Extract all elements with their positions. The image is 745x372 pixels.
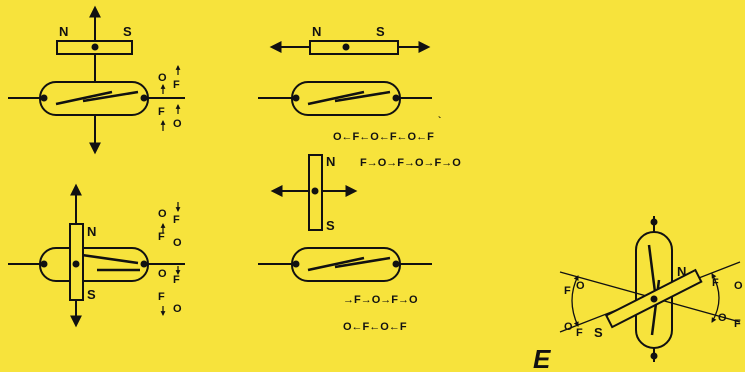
rotation-arc-left	[571, 275, 579, 327]
sequence-label-2: F→O→F→O→F→O	[360, 157, 461, 169]
panel-a-vertical-field: N S O F F O	[8, 5, 185, 155]
pivot-dot	[650, 295, 658, 303]
panel-d-crossed-magnet: N S O F F O O F F O	[8, 183, 185, 328]
pole-label-north: N	[312, 24, 321, 39]
lead-dot	[140, 94, 148, 102]
sequence-label-4: O←F←O←F	[343, 321, 407, 333]
state-open: O	[173, 303, 182, 315]
state-open: O	[734, 280, 743, 292]
lead-dot	[40, 94, 48, 102]
state-closed: F	[173, 274, 180, 286]
pivot-dot	[72, 260, 80, 268]
reed-contact	[334, 256, 391, 269]
stray-mark: `	[438, 116, 441, 127]
lead-dot	[392, 260, 400, 268]
state-open: O	[564, 321, 573, 333]
reed-contact	[82, 90, 139, 103]
state-closed: F	[158, 106, 165, 118]
panel-e-switch-sequence: →F→O→F→O O←F←O←F	[258, 247, 432, 333]
pole-label-north: N	[87, 224, 96, 239]
lead-dot	[140, 260, 148, 268]
lead-dot	[650, 352, 658, 360]
state-closed: F	[173, 214, 180, 226]
pole-label-north: N	[326, 154, 335, 169]
panel-c-rotating-magnet: N S	[270, 154, 358, 233]
lead-dot	[292, 94, 300, 102]
state-open: O	[158, 268, 167, 280]
state-closed: F	[173, 79, 180, 91]
state-closed: F	[564, 285, 571, 297]
pole-label-south: S	[87, 287, 96, 302]
panel-f-angled-magnet: N S F O O F F O O F E	[533, 216, 743, 372]
bar-magnet	[309, 40, 399, 55]
pole-label-north: N	[677, 264, 686, 279]
sequence-label-1: O←F←O←F←O←F	[333, 131, 434, 143]
state-open: O	[158, 208, 167, 220]
state-open: O	[718, 312, 727, 324]
pivot-dot	[91, 43, 99, 51]
lead-dot	[40, 260, 48, 268]
state-closed: F	[576, 327, 583, 339]
lead-dot	[292, 260, 300, 268]
pole-label-north: N	[59, 24, 68, 39]
pivot-dot	[311, 187, 319, 195]
pivot-dot	[342, 43, 350, 51]
reed-contact	[307, 256, 365, 272]
sequence-label-3: →F→O→F→O	[343, 294, 418, 306]
reed-contact	[334, 90, 391, 103]
rotation-arc-right	[711, 273, 720, 323]
figure-letter: E	[533, 344, 551, 372]
reed-switch-capsule	[39, 247, 149, 282]
state-closed: F	[712, 277, 719, 289]
state-closed: F	[158, 231, 165, 243]
reed-contact	[55, 90, 113, 106]
state-open: O	[158, 72, 167, 84]
state-open: O	[576, 280, 585, 292]
state-open: O	[173, 118, 182, 130]
state-closed: F	[158, 291, 165, 303]
state-open: O	[173, 237, 182, 249]
pole-label-south: S	[123, 24, 132, 39]
reed-contact	[307, 90, 365, 106]
state-closed: F	[734, 318, 741, 330]
pole-label-south: S	[376, 24, 385, 39]
pole-label-south: S	[326, 218, 335, 233]
reed-contact	[81, 253, 139, 265]
panel-b-horizontal-field: N S ` O←F←O←F←O←F F→O→F→O→F→O	[258, 24, 461, 169]
lead-dot	[392, 94, 400, 102]
pole-label-south: S	[594, 325, 603, 340]
lead-dot	[650, 218, 658, 226]
